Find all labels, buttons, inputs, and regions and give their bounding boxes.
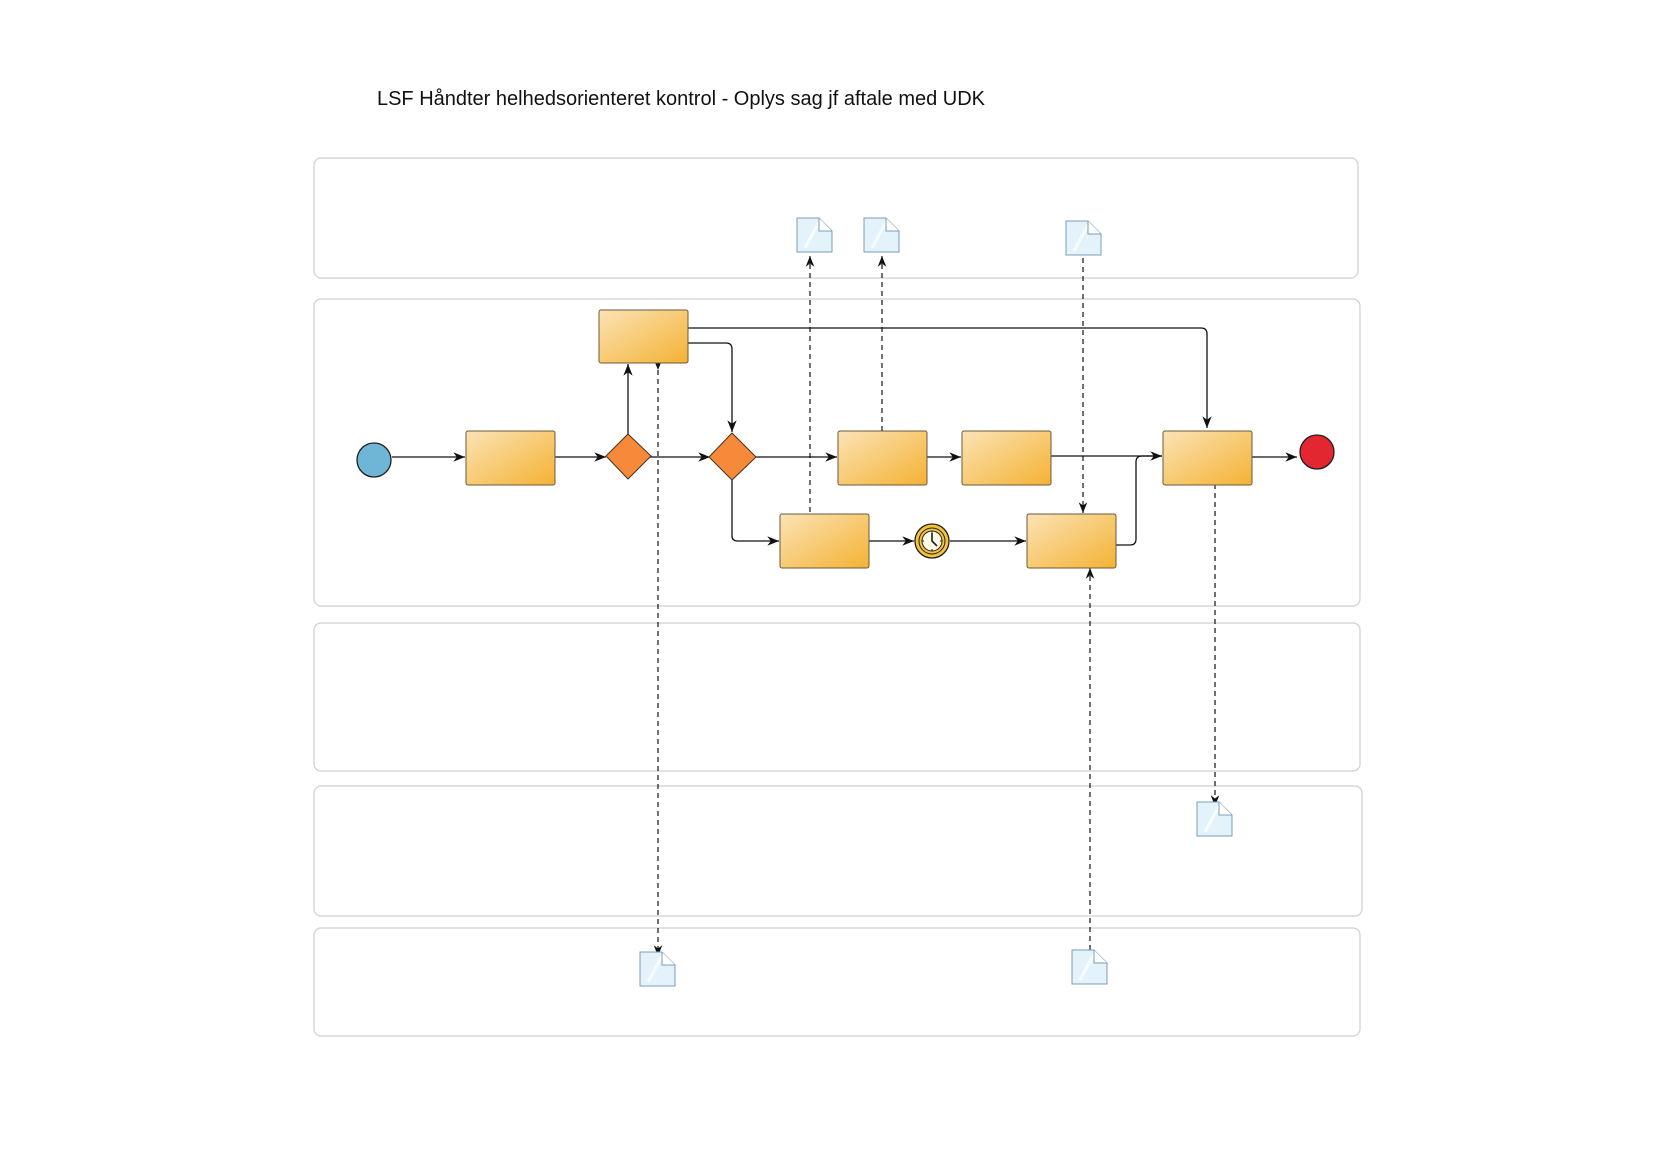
document-icon-lane1-c[interactable]: [1065, 220, 1102, 256]
flow-task-d-to-final-task: [1115, 455, 1162, 546]
task-1[interactable]: [465, 430, 556, 486]
timer-clock-icon: [921, 530, 943, 552]
flow-top-task-to-gateway2: [687, 342, 737, 432]
exclusive-gateway-2[interactable]: [708, 432, 757, 481]
flow-gateway2-to-task-c: [731, 479, 779, 546]
task-a[interactable]: [837, 430, 928, 486]
task-c[interactable]: [779, 513, 870, 569]
exclusive-gateway-1[interactable]: [605, 433, 652, 480]
task-final[interactable]: [1162, 430, 1253, 486]
document-icon-lane1-a[interactable]: [796, 217, 833, 253]
tasks: [465, 309, 1253, 569]
sequence-flows: [392, 327, 1297, 546]
lane-4: [313, 785, 1363, 917]
diagram-title: LSF Håndter helhedsorienteret kontrol - …: [376, 88, 986, 110]
flow-top-task-to-final-task: [687, 327, 1212, 428]
task-top[interactable]: [598, 309, 689, 364]
lane-5: [313, 927, 1361, 1037]
start-event[interactable]: [356, 442, 392, 478]
task-b[interactable]: [961, 430, 1052, 486]
document-icon-lane5-a[interactable]: [639, 951, 676, 987]
task-d[interactable]: [1026, 513, 1117, 569]
document-icon-lane4[interactable]: [1196, 801, 1233, 837]
lane-3: [313, 622, 1361, 772]
data-associations: [653, 256, 1220, 956]
document-icon-lane5-b[interactable]: [1071, 949, 1108, 985]
lane-1: [313, 157, 1359, 279]
timer-event[interactable]: [914, 523, 950, 559]
documents: [639, 217, 1233, 987]
lanes: [313, 157, 1363, 1037]
document-icon-lane1-b[interactable]: [863, 217, 900, 253]
end-event[interactable]: [1299, 434, 1335, 470]
